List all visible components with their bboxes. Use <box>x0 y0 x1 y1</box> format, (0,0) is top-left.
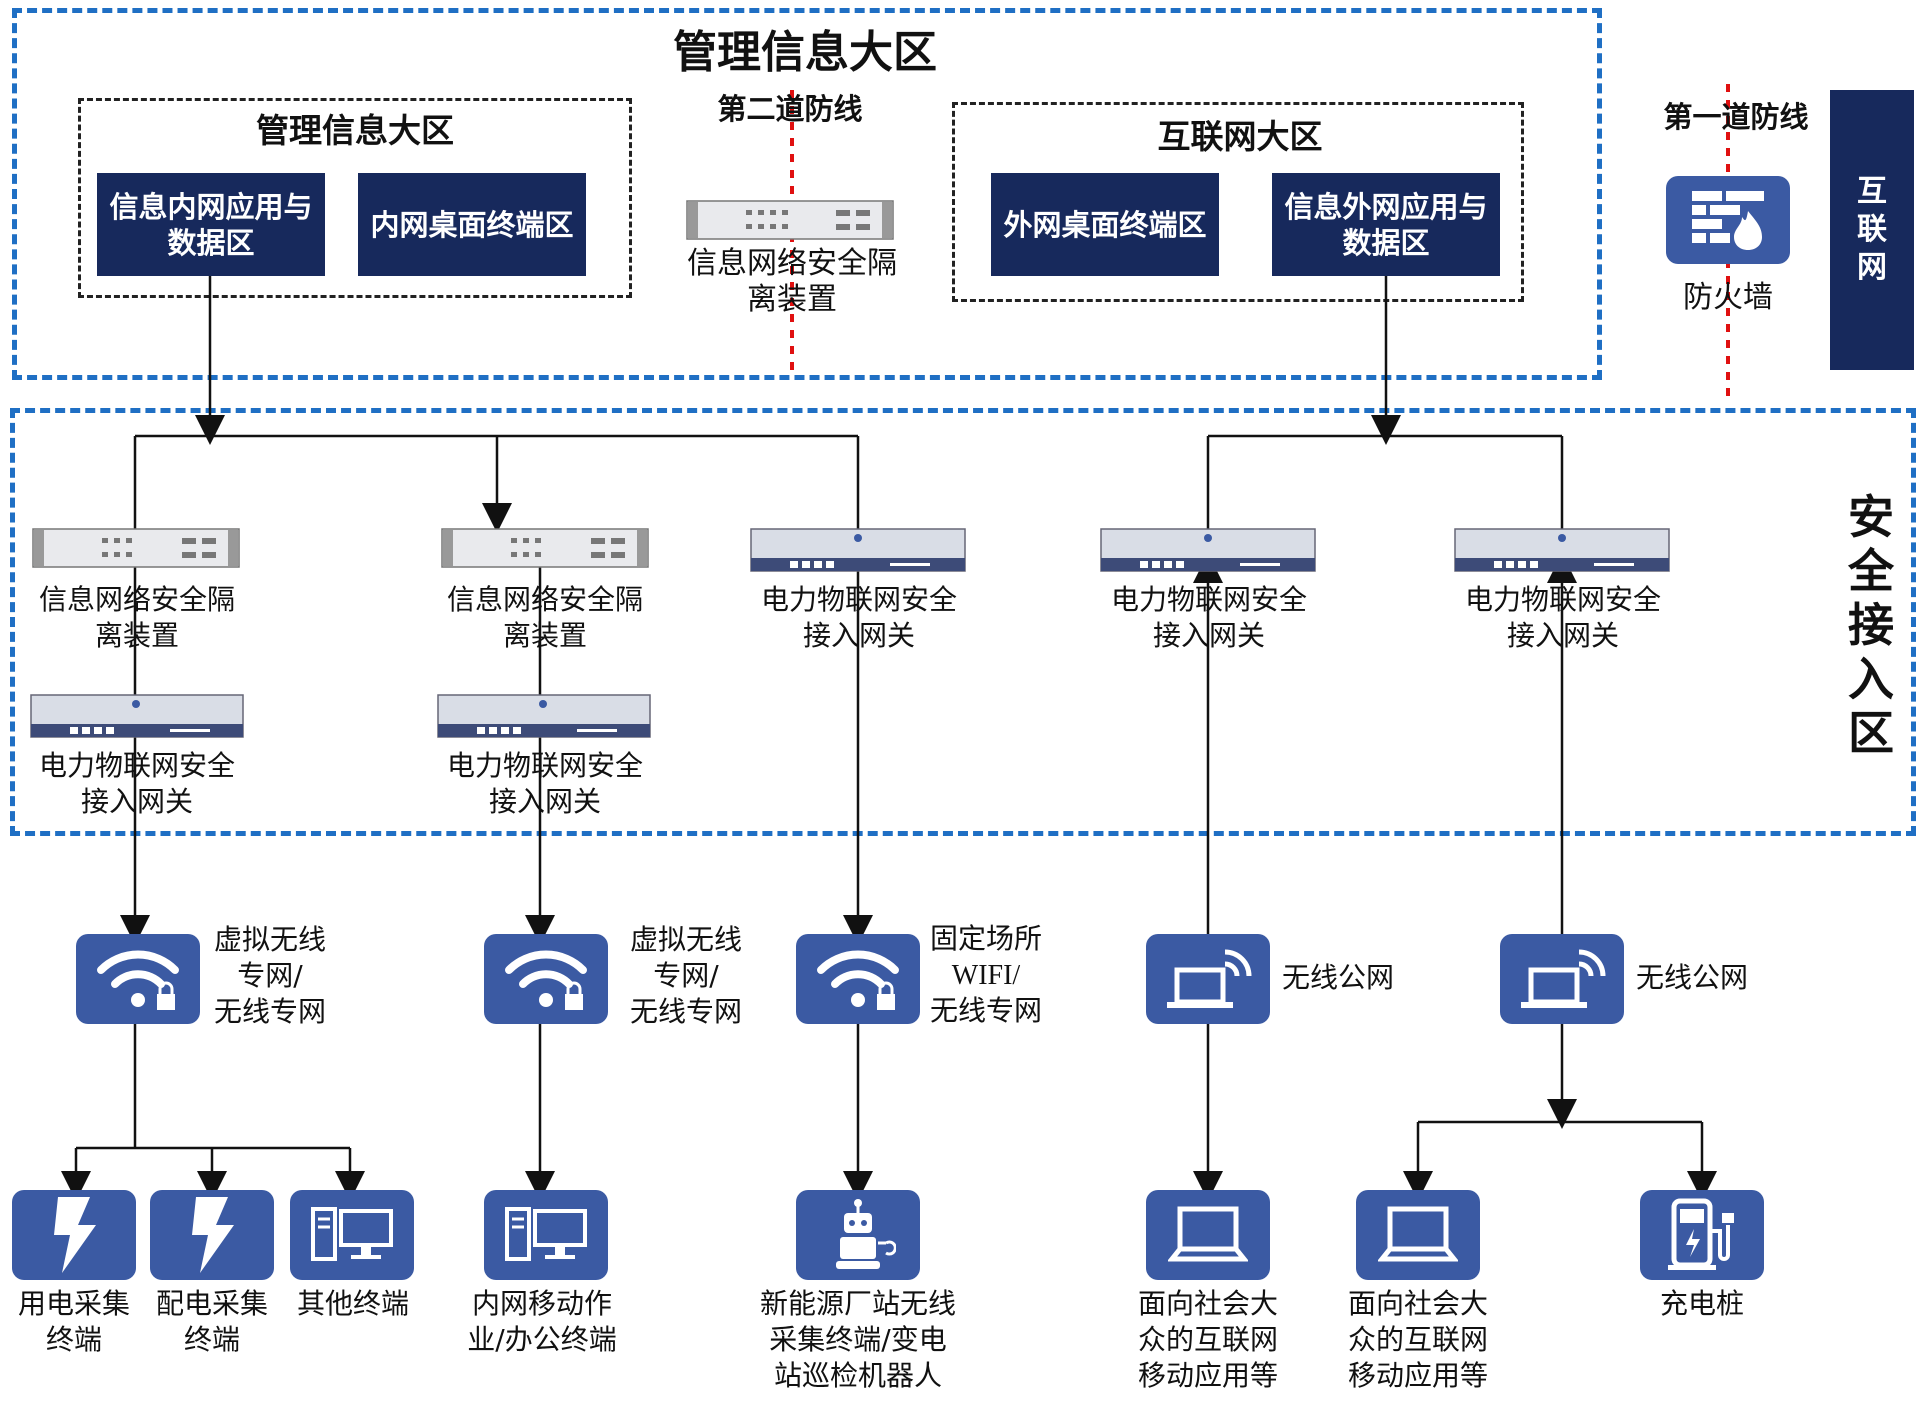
internet-bar: 互 联 网 <box>1830 90 1914 370</box>
laptop-icon <box>1168 1206 1248 1262</box>
wifi-lock-icon <box>505 950 587 1010</box>
isolator-2-label: 信息网络安全隔 离装置 <box>446 583 643 652</box>
network-4-tile <box>1146 934 1270 1024</box>
laptop-icon <box>1378 1206 1458 1262</box>
mgmt-zone-title: 管理信息大区 <box>673 27 937 78</box>
gateway-device-1 <box>30 694 244 738</box>
isolator-device-top <box>686 200 894 240</box>
intranet-desktop-box: 内网桌面终端区 <box>358 173 586 276</box>
gateway-device-5 <box>1454 528 1670 572</box>
terminal-intranet-mobile-label: 内网移动作 业/办公终端 <box>467 1287 617 1356</box>
terminal-power-dist-label: 配电采集 终端 <box>155 1287 268 1356</box>
desktop-computer-icon <box>311 1207 393 1261</box>
network-2-label: 虚拟无线 专网/ 无线专网 <box>629 923 742 1028</box>
terminal-other-label: 其他终端 <box>296 1287 409 1320</box>
network-5-label: 无线公网 <box>1636 961 1749 994</box>
firewall-icon-tile <box>1666 176 1790 264</box>
terminal-public-1-label: 面向社会大 众的互联网 移动应用等 <box>1137 1287 1278 1392</box>
network-3-tile <box>796 934 920 1024</box>
isolator-1-label: 信息网络安全隔 离装置 <box>38 583 235 652</box>
first-defense-line-title: 第一道防线 <box>1663 100 1809 134</box>
terminal-intranet-mobile-tile <box>484 1190 608 1280</box>
gateway-3-label: 电力物联网安全 接入网关 <box>760 583 957 652</box>
internet-zone-title: 互联网大区 <box>1157 117 1323 156</box>
isolator-device-2 <box>441 528 649 568</box>
gateway-4-label: 电力物联网安全 接入网关 <box>1110 583 1307 652</box>
network-1-label: 虚拟无线 专网/ 无线专网 <box>213 923 326 1028</box>
inner-mgmt-zone-title: 管理信息大区 <box>256 111 454 150</box>
gateway-1-label: 电力物联网安全 接入网关 <box>38 749 235 818</box>
firewall-icon <box>1692 191 1764 250</box>
lightning-icon <box>192 1197 234 1273</box>
terminal-public-2-tile <box>1356 1190 1480 1280</box>
terminal-power-dist-tile <box>150 1190 274 1280</box>
terminal-power-use-label: 用电采集 终端 <box>17 1287 130 1356</box>
terminal-charger-tile <box>1640 1190 1764 1280</box>
gateway-device-2 <box>437 694 651 738</box>
network-1-tile <box>76 934 200 1024</box>
gateway-device-4 <box>1100 528 1316 572</box>
terminal-charger-label: 充电桩 <box>1659 1287 1744 1320</box>
intranet-app-data-box: 信息内网应用与 数据区 <box>97 173 325 276</box>
wifi-lock-icon <box>97 950 179 1010</box>
terminal-other-tile <box>290 1190 414 1280</box>
network-5-tile <box>1500 934 1624 1024</box>
second-defense-line-title: 第二道防线 <box>717 92 863 126</box>
desktop-computer-icon <box>505 1207 587 1261</box>
secure-access-zone-title: 安 全 接 入 区 <box>1848 490 1894 760</box>
secure-access-zone-border <box>10 408 1916 836</box>
terminal-public-1-tile <box>1146 1190 1270 1280</box>
terminal-public-2-label: 面向社会大 众的互联网 移动应用等 <box>1347 1287 1488 1392</box>
terminal-power-use-tile <box>12 1190 136 1280</box>
robot-icon <box>836 1199 896 1269</box>
firewall-label: 防火墙 <box>1683 280 1773 315</box>
gateway-5-label: 电力物联网安全 接入网关 <box>1464 583 1661 652</box>
extranet-desktop-box: 外网桌面终端区 <box>991 173 1219 276</box>
extranet-app-data-box: 信息外网应用与 数据区 <box>1272 173 1500 276</box>
gateway-2-label: 电力物联网安全 接入网关 <box>446 749 643 818</box>
terminal-robot-label: 新能源厂站无线 采集终端/变电 站巡检机器人 <box>759 1287 956 1392</box>
second-line-isolator-label: 信息网络安全隔 离装置 <box>687 246 897 317</box>
inner-mgmt-zone-border <box>78 98 632 298</box>
internet-zone-border <box>952 102 1524 302</box>
laptop-wireless-icon <box>1167 949 1252 1008</box>
network-3-label: 固定场所 WIFI/ 无线专网 <box>929 924 1042 1027</box>
network-2-tile <box>484 934 608 1024</box>
isolator-device-1 <box>32 528 240 568</box>
terminal-robot-tile <box>796 1190 920 1280</box>
gateway-device-3 <box>750 528 966 572</box>
laptop-wireless-icon <box>1521 949 1606 1008</box>
lightning-icon <box>54 1197 96 1273</box>
management-zone-border <box>12 8 1602 380</box>
network-4-label: 无线公网 <box>1282 961 1395 994</box>
wifi-lock-icon <box>817 950 899 1010</box>
charging-pile-icon <box>1668 1198 1734 1270</box>
